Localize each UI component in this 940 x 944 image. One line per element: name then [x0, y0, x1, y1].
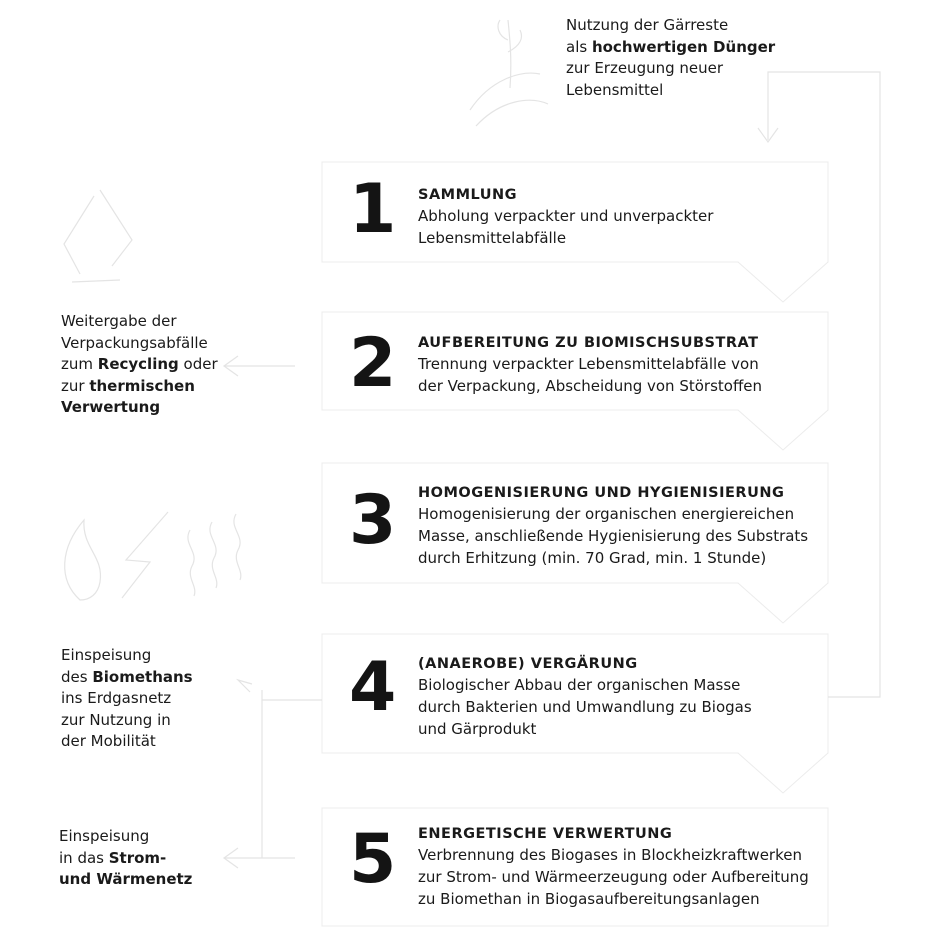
- note-line: zur Erzeugung neuer: [566, 58, 775, 80]
- description-line: Abholung verpackter und unverpackter: [418, 207, 714, 225]
- step-description: Homogenisierung der organischen energier…: [418, 503, 828, 569]
- note-emphasis: hochwertigen Dünger: [591, 37, 776, 56]
- plant-in-hand-icon: [469, 19, 549, 127]
- step-title: ENERGETISCHE VERWERTUNG: [418, 826, 673, 842]
- flame-icon: [64, 518, 102, 601]
- note-line: Einspeisung: [59, 826, 192, 848]
- step-box-4: [321, 633, 829, 794]
- note-line: zum Recycling oder: [61, 354, 218, 376]
- step-4: 4 (ANAEROBE) VERGÄRUNG Biologischer Abba…: [322, 634, 828, 753]
- note-line: Einspeisung: [61, 645, 193, 667]
- note-line: zur thermischen: [61, 376, 218, 398]
- step-description: Biologischer Abbau der organischen Masse…: [418, 674, 828, 740]
- step-title: AUFBEREITUNG ZU BIOMISCHSUBSTRAT: [418, 335, 759, 351]
- description-line: Lebensmittelabfälle: [418, 229, 567, 247]
- note-text: zum: [61, 355, 98, 373]
- description-line: Homogenisierung der organischen energier…: [418, 505, 795, 523]
- note-line: Weitergabe der: [61, 311, 218, 333]
- description-line: der Verpackung, Abscheidung von Störstof…: [418, 377, 763, 395]
- note-line: in das Strom-: [59, 848, 192, 870]
- note-text: ins Erdgasnetz: [61, 689, 172, 707]
- note-emphasis: thermischen: [89, 376, 195, 395]
- recycling-icon: [63, 189, 133, 283]
- note-emphasis: Strom-: [108, 848, 167, 867]
- note-line: als hochwertigen Dünger: [566, 37, 775, 59]
- step-box-1: [321, 161, 829, 303]
- note-text: Lebensmittel: [566, 80, 664, 99]
- step-box-3: [321, 462, 829, 624]
- heat-waves-icon: [187, 513, 242, 597]
- step-title: SAMMLUNG: [418, 187, 518, 203]
- note-line: Nutzung der Gärreste: [566, 15, 775, 37]
- step-number: 2: [349, 324, 397, 403]
- description-line: Verbrennung des Biogases in Blockheizkra…: [418, 846, 802, 864]
- note-emphasis: Verwertung: [61, 398, 161, 416]
- note-line: der Mobilität: [61, 731, 193, 753]
- description-line: zu Biomethan in Biogasaufbereitungsanlag…: [418, 890, 760, 908]
- step-1: 1 SAMMLUNG Abholung verpackter und unver…: [322, 162, 828, 262]
- note-emphasis: Biomethans: [92, 667, 193, 686]
- description-line: und Gärprodukt: [418, 720, 537, 738]
- step-description: Verbrennung des Biogases in Blockheizkra…: [418, 844, 828, 910]
- note-line: zur Nutzung in: [61, 710, 193, 732]
- step-number: 4: [349, 648, 397, 727]
- arrow-to-strom: [222, 700, 295, 869]
- note-text: des: [61, 667, 93, 686]
- note-fertilizer: Nutzung der Gärreste als hochwertigen Dün…: [566, 15, 775, 101]
- note-text: Verpackungsabfälle: [61, 333, 208, 352]
- step-3: 3 HOMOGENISIERUNG UND HYGIENISIERUNG Hom…: [322, 463, 828, 583]
- loop-connector: [767, 71, 881, 698]
- note-text: Einspeisung: [59, 827, 150, 845]
- arrow-to-recycling: [222, 355, 295, 377]
- note-text: Einspeisung: [61, 646, 152, 664]
- note-text: zur Nutzung in: [61, 710, 171, 729]
- note-line: Verpackungsabfälle: [61, 333, 218, 355]
- loop-arrowhead: [757, 127, 779, 144]
- description-line: Biologischer Abbau der organischen Masse: [418, 676, 741, 694]
- note-text: der Mobilität: [61, 732, 156, 750]
- note-text: in das: [59, 848, 109, 867]
- note-text: oder: [178, 355, 218, 373]
- step-title: HOMOGENISIERUNG UND HYGIENISIERUNG: [418, 485, 785, 501]
- note-emphasis: und Wärmenetz: [59, 870, 193, 888]
- note-line: Verwertung: [61, 397, 218, 419]
- note-line: ins Erdgasnetz: [61, 688, 193, 710]
- step-number: 3: [349, 481, 397, 560]
- step-description: Trennung verpackter Lebensmittelabfälle …: [418, 353, 828, 397]
- step-box-5: [321, 807, 829, 927]
- lightning-icon: [121, 511, 169, 599]
- note-text: zur: [61, 376, 90, 395]
- note-strom: Einspeisung in das Strom-und Wärmenetz: [59, 826, 192, 891]
- note-line: und Wärmenetz: [59, 869, 192, 891]
- step-box-2: [321, 311, 829, 451]
- description-line: Masse, anschließende Hygienisierung des …: [418, 527, 809, 545]
- step-title: (ANAEROBE) VERGÄRUNG: [418, 656, 638, 672]
- step-number: 1: [349, 170, 397, 249]
- note-line: Lebensmittel: [566, 80, 775, 102]
- note-text: Weitergabe der: [61, 312, 177, 330]
- note-emphasis: Recycling: [97, 355, 179, 373]
- note-line: des Biomethans: [61, 667, 193, 689]
- description-line: durch Bakterien und Umwandlung zu Biogas: [418, 698, 752, 716]
- step-number: 5: [349, 820, 397, 899]
- description-line: durch Erhitzung (min. 70 Grad, min. 1 St…: [418, 549, 767, 567]
- step-5: 5 ENERGETISCHE VERWERTUNG Verbrennung de…: [322, 808, 828, 926]
- description-line: zur Strom- und Wärmeerzeugung oder Aufbe…: [418, 868, 809, 886]
- arrow-to-biomethan: [235, 678, 322, 701]
- note-text: zur Erzeugung neuer: [566, 59, 724, 77]
- description-line: Trennung verpackter Lebensmittelabfälle …: [418, 355, 759, 373]
- note-text: Nutzung der Gärreste: [566, 16, 729, 34]
- note-text: als: [566, 37, 592, 56]
- step-2: 2 AUFBEREITUNG ZU BIOMISCHSUBSTRAT Trenn…: [322, 312, 828, 410]
